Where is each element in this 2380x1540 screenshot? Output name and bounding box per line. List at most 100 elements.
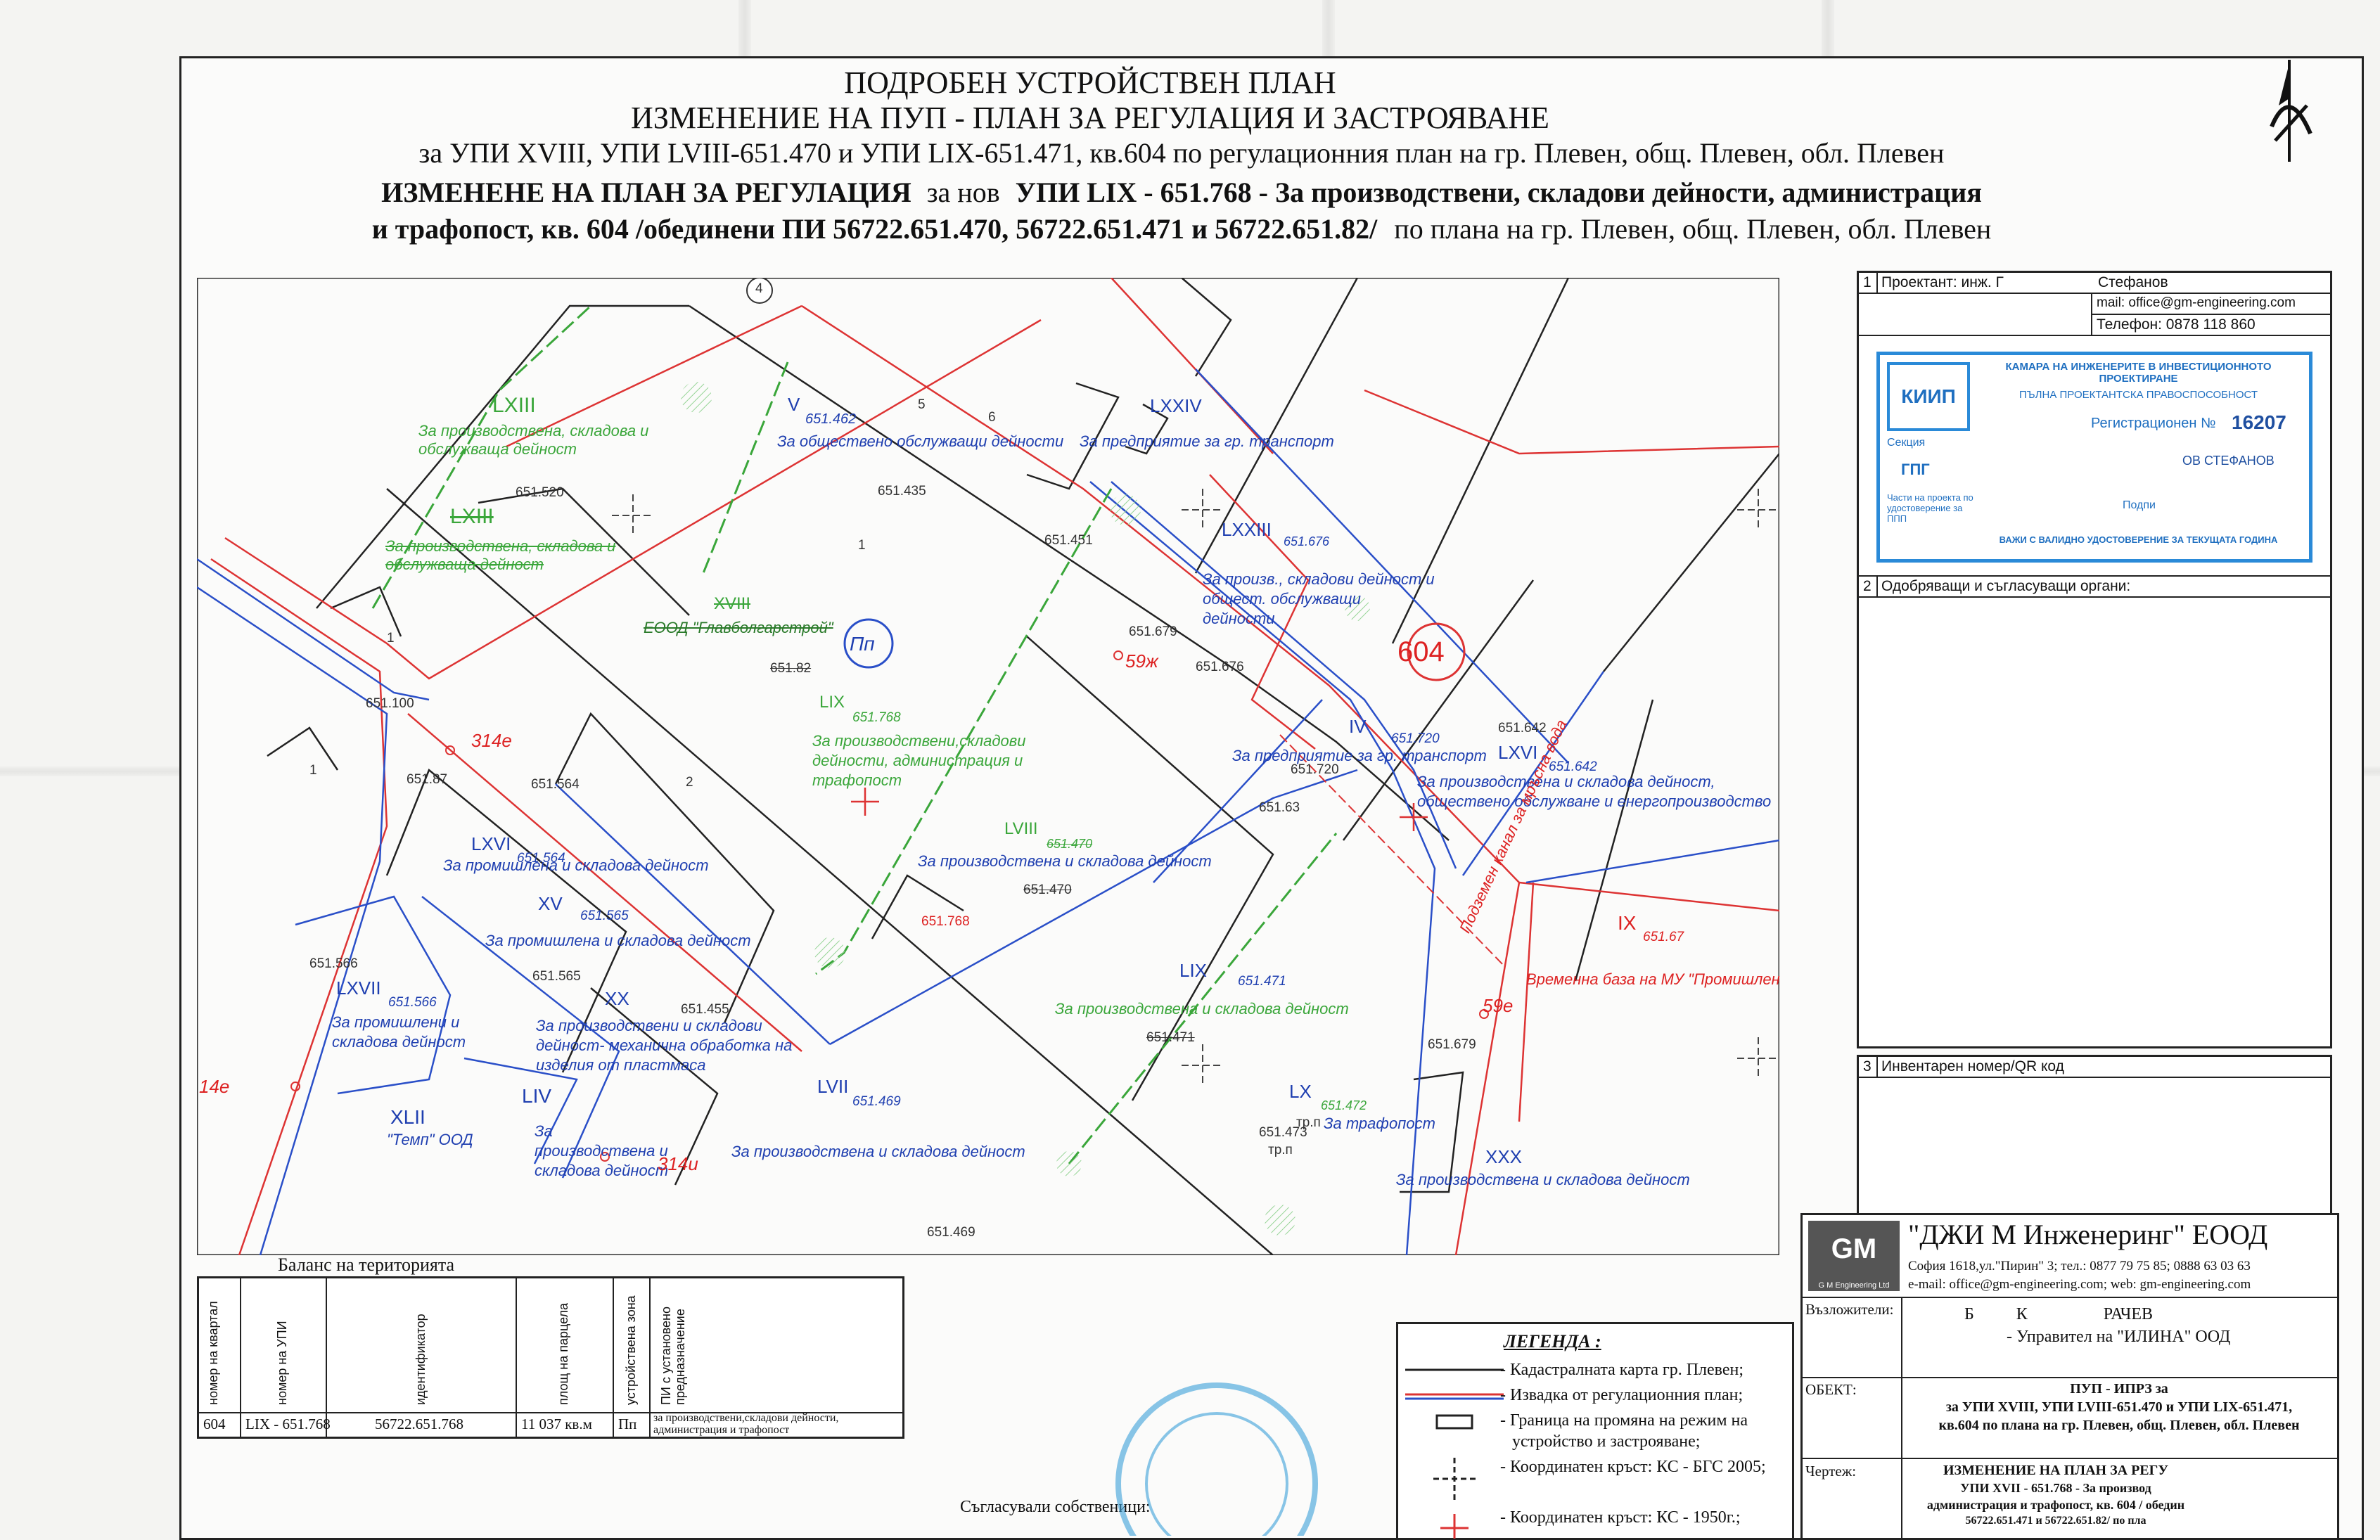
lot-label: За производствена и складова дейност <box>918 852 1212 870</box>
designer-panel: 1 Проектант: инж. Г Стефанов mail: offic… <box>1857 271 2332 1048</box>
stamp-section-val: ГПГ <box>1901 461 1930 478</box>
lot-id: 651.462 <box>805 411 857 427</box>
stamp-valid: ВАЖИ С ВАЛИДНО УДОСТОВЕРЕНИЕ ЗА ТЕКУЩАТА… <box>1999 534 2278 545</box>
lot-label: Временна база на МУ "Промишлен <box>1526 970 1780 988</box>
lot-label: За предприятие за гр. транспорт <box>1232 747 1487 764</box>
approvals-label: Одобряващи и съгласуващи органи: <box>1881 578 2131 594</box>
street-number: 4 <box>755 281 763 296</box>
title-line-2: ИЗМЕНЕНИЕ НА ПУП - ПЛАН ЗА РЕГУЛАЦИЯ И З… <box>631 101 1549 135</box>
lot-id: 651.566 <box>388 995 437 1010</box>
parcel-id: 651.63 <box>1259 800 1300 815</box>
drawing-l1: ИЗМЕНЕНИЕ НА ПЛАН ЗА РЕГУ <box>1943 1463 2169 1478</box>
lot-label: За производствени,складови дейности, адм… <box>812 732 1026 789</box>
stamp-name: ОВ СТЕФАНОВ <box>2182 454 2275 468</box>
building-number: 1 <box>309 763 317 778</box>
parcel-id: 651.720 <box>1291 762 1339 777</box>
object-l2: за УПИ XVIII, УПИ LVIII-651.470 и УПИ LI… <box>1945 1399 2293 1415</box>
point-label: 59е <box>1483 995 1514 1016</box>
client-names: Б К РАЧЕВ <box>1964 1305 2154 1323</box>
title-block: GM G M Engineering Ltd "ДЖИ М Инженеринг… <box>1800 1213 2339 1540</box>
lot-label: За производствена и складова дейност <box>1396 1171 1690 1188</box>
panel-num-2: 2 <box>1863 578 1872 594</box>
title-4a: ИЗМЕНЕНЕ НА ПЛАН ЗА РЕГУЛАЦИЯ <box>381 177 911 208</box>
drawing-label: Чертеж: <box>1805 1463 1857 1480</box>
parcel-id: 651.679 <box>1428 1037 1476 1052</box>
balance-title: Баланс на територията <box>278 1255 455 1275</box>
point-label: 314и <box>658 1153 698 1174</box>
lot-label: За промишлена и складова дейност <box>443 856 709 874</box>
lot-label: LIX <box>819 693 845 712</box>
lot-label: LXVI <box>471 833 511 854</box>
object-l3: кв.604 по плана на гр. Плевен, общ. Плев… <box>1938 1418 2300 1433</box>
designer-mail: mail: office@gm-engineering.com <box>2097 295 2296 310</box>
lot-label: LXIII <box>450 505 494 528</box>
lot-label: LXVI <box>1498 742 1538 763</box>
drawing-l4: 56722.651.471 и 56722.651.82/ по пла <box>1965 1515 2147 1527</box>
lot-label: За промишлени и складова дейност <box>332 1013 466 1051</box>
parcel-id: 651.642 <box>1498 721 1547 736</box>
balance-header: номер на квартал <box>206 1301 220 1405</box>
parcel-id: 651.469 <box>927 1225 975 1240</box>
inventory-panel: 3 Инвентарен номер/QR код <box>1857 1055 2332 1231</box>
lot-label: За произв., складови дейност и общест. о… <box>1203 570 1435 627</box>
legend-item: - Извадка от регулационния план; <box>1500 1386 1744 1404</box>
legend-item: - Граница на промяна на режим на <box>1500 1411 1748 1430</box>
balance-header: идентификатор <box>414 1314 428 1405</box>
logo-sub: G M Engineering Ltd <box>1818 1281 1890 1290</box>
lot-id: 651.469 <box>852 1094 901 1109</box>
lot-id: 651.564 <box>517 851 565 866</box>
legend-item: - Координатен кръст: КС - БГС 2005; <box>1500 1458 1766 1476</box>
object-l1: ПУП - ИПРЗ за <box>2070 1381 2168 1397</box>
lot-label: За производствени и складови дейност- ме… <box>536 1017 793 1074</box>
balance-header: номер на УПИ <box>275 1321 289 1405</box>
lot-id: 651.768 <box>852 710 901 725</box>
balance-cell: 11 037 кв.м <box>521 1416 592 1432</box>
lot-label: За производствена и складова дейност <box>535 1122 669 1179</box>
balance-cell: LIX - 651.768 <box>245 1416 331 1432</box>
stamp-reg-label: Регистрационен № <box>2091 416 2216 431</box>
building-number: 6 <box>988 410 996 425</box>
company-address: София 1618,ул."Пирин" 3; тел.: 0877 79 7… <box>1908 1259 2251 1273</box>
stamp-capacity: ПЪЛНА ПРОЕКТАНТСКА ПРАВОСПОСОБНОСТ <box>2018 389 2258 401</box>
lot-label: За промишлена и складова дейност <box>485 932 751 949</box>
title-line-4: ИЗМЕНЕНЕ НА ПЛАН ЗА РЕГУЛАЦИЯ за нов УПИ… <box>267 176 2096 209</box>
lot-label: За производствена, складова и обслужваща… <box>385 537 616 573</box>
zone-label: Пп <box>850 633 875 655</box>
lot-label: За производствена, складова и обслужваща… <box>418 422 649 458</box>
lot-id: 651.67 <box>1643 930 1684 944</box>
regulation-map <box>197 278 1779 1255</box>
balance-header: ПИ с установено предназначение <box>659 1306 687 1405</box>
stamp-section-label: Секция <box>1887 437 1926 449</box>
designer-phone: Телефон: 0878 118 860 <box>2097 316 2256 333</box>
panel-num-1: 1 <box>1863 274 1872 290</box>
legend-symbols <box>1405 1368 1504 1539</box>
parcel-id: 651.768 <box>921 914 970 929</box>
lot-label: За производствена и складова дейност <box>1055 1000 1349 1018</box>
lot-id: 651.472 <box>1321 1098 1367 1112</box>
lot-label: За производствена и складова дейност <box>731 1143 1025 1160</box>
stamp-reg-no: 16207 <box>2232 411 2286 433</box>
building-number: 1 <box>387 631 395 646</box>
balance-cell: 56722.651.768 <box>375 1416 463 1432</box>
north-arrow-icon <box>2270 60 2312 162</box>
balance-cell: 604 <box>203 1416 226 1432</box>
lot-label: LXXIII <box>1222 519 1272 540</box>
designer-surname: Стефанов <box>2098 274 2168 290</box>
client-label: Възложители: <box>1805 1301 1894 1318</box>
lot-label: LVII <box>817 1076 849 1097</box>
drawing-l2: УПИ XVII - 651.768 - За производ <box>1960 1481 2151 1495</box>
lot-label: XV <box>538 893 563 914</box>
lot-label: LVIII <box>1004 819 1038 838</box>
legend-item: устройство и застрояване; <box>1512 1432 1701 1451</box>
lot-label: XX <box>605 988 629 1009</box>
drawing-l3: администрация и трафопост, кв. 604 / обе… <box>1926 1498 2185 1512</box>
balance-table: номер на квартал номер на УПИ идентифика… <box>197 1276 904 1439</box>
company-name: "ДЖИ М Инженеринг" ЕООД <box>1908 1219 2268 1250</box>
legend: ЛЕГЕНДА : - Кадастралната карта гр. Плев… <box>1396 1322 1794 1539</box>
parcel-id: 651.564 <box>531 777 580 792</box>
title-4c: УПИ LIX - 651.768 - За производствени, с… <box>1015 177 1982 208</box>
inventory-label: Инвентарен номер/QR код <box>1881 1058 2064 1074</box>
lot-label: LXIII <box>492 394 536 417</box>
title-5b: по плана на гр. Плевен, общ. Плевен, обл… <box>1394 213 1992 245</box>
panel-num-3: 3 <box>1863 1058 1872 1074</box>
